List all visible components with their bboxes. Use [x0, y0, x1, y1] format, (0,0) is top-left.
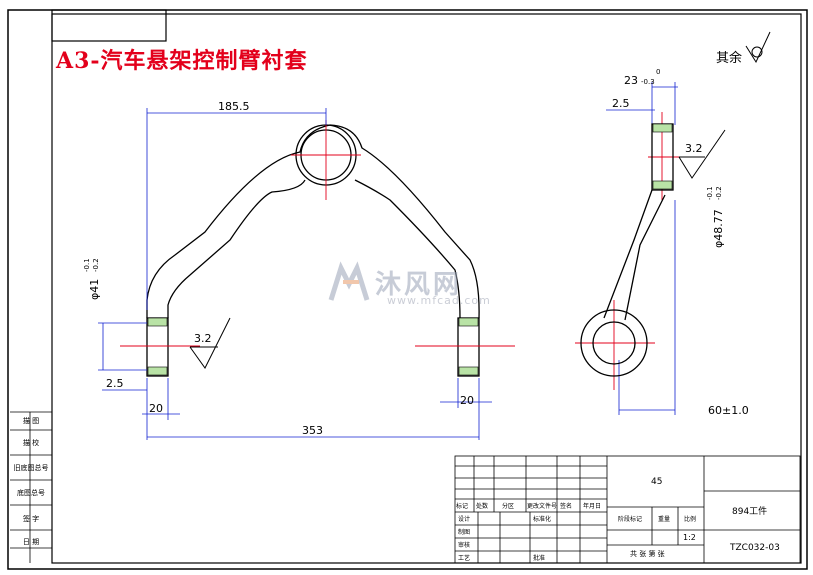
stage-label: 阶段标记 — [618, 515, 642, 523]
side-cell-old-no: 旧底图总号 — [13, 464, 49, 472]
dimension-texts: 185.5 353 2.5 20 20 3.2 φ41 -0.1 -0.2 23… — [83, 68, 749, 437]
watermark-url: www.mfcad.com — [387, 294, 491, 307]
standardize-label: 标准化 — [533, 515, 551, 523]
dim-width-top: 185.5 — [218, 100, 250, 113]
material: 45 — [651, 477, 662, 487]
roughness-label: 其余 — [716, 51, 743, 66]
dim-diam-left-tol-lower: -0.2 — [92, 258, 100, 272]
scale-value: 1:2 — [683, 533, 696, 542]
dim-side-offset: 2.5 — [612, 97, 630, 110]
rev-header-2: 分区 — [502, 502, 514, 510]
dim-side-diam-tol-lower: -0.2 — [715, 186, 723, 200]
title-block-grid — [454, 455, 801, 564]
dim-side-roughness: 3.2 — [685, 142, 703, 155]
side-cell-check: 描 校 — [22, 439, 40, 447]
dim-side-tol-upper: 0 — [656, 68, 660, 76]
dim-side-diam-tol-upper: -0.1 — [706, 186, 714, 200]
watermark-logo-icon — [328, 261, 370, 301]
title-block-texts: 标记 处数 分区 更改文件号 签名 年月日 设计 制图 审核 工艺 标准化 批准… — [456, 477, 780, 562]
drawing-no: TZC032-03 — [729, 543, 780, 553]
watermark-name: 沐风网 — [375, 270, 463, 300]
side-cell-base-no: 底图总号 — [17, 489, 45, 497]
dim-diam-left: φ41 — [88, 279, 101, 300]
dim-diam-left-tol-upper: -0.1 — [83, 258, 91, 272]
sheets-label: 共 张 第 张 — [630, 549, 665, 558]
side-cell-trace: 描 图 — [22, 417, 40, 425]
rev-header-5: 年月日 — [583, 502, 601, 510]
side-bushing-hatch — [652, 123, 673, 190]
dim-side-tol-lower: -0.3 — [641, 78, 655, 86]
center-lines — [120, 112, 700, 390]
rev-header-3: 更改文件号 — [527, 502, 557, 510]
side-cell-sign: 签 字 — [22, 515, 40, 523]
roughness-symbols — [189, 31, 771, 369]
bushing-hatch — [147, 317, 479, 376]
dim-span: 353 — [302, 424, 323, 437]
rev-header-1: 处数 — [476, 502, 488, 510]
watermark: 沐风网 www.mfcad.com — [325, 260, 495, 310]
dim-side-width: 23 — [624, 74, 638, 87]
dim-offset-left: 2.5 — [106, 377, 124, 390]
dim-side-length: 60±1.0 — [708, 404, 749, 417]
dimension-lines — [98, 82, 678, 440]
scale-label: 比例 — [684, 515, 696, 523]
role-draw: 制图 — [458, 528, 470, 536]
weight-label: 重量 — [658, 515, 670, 523]
dim-bushing-right-width: 20 — [460, 394, 474, 407]
side-table-lines — [10, 411, 52, 563]
control-arm-side-view — [580, 123, 674, 377]
role-review: 审核 — [458, 541, 470, 549]
role-process: 工艺 — [458, 554, 470, 562]
dim-bushing-left-width: 20 — [149, 402, 163, 415]
drawing-title: A3-汽车悬架控制臂衬套 — [56, 48, 308, 74]
rev-header-0: 标记 — [456, 502, 468, 510]
dim-roughness-left: 3.2 — [194, 332, 212, 345]
part-name: 894工件 — [732, 505, 767, 517]
rev-header-4: 签名 — [560, 502, 572, 510]
dim-side-diam: φ48.77 — [712, 209, 725, 248]
side-cell-date: 日 期 — [22, 538, 40, 546]
approve-label: 批准 — [533, 554, 545, 562]
role-design: 设计 — [458, 515, 470, 523]
